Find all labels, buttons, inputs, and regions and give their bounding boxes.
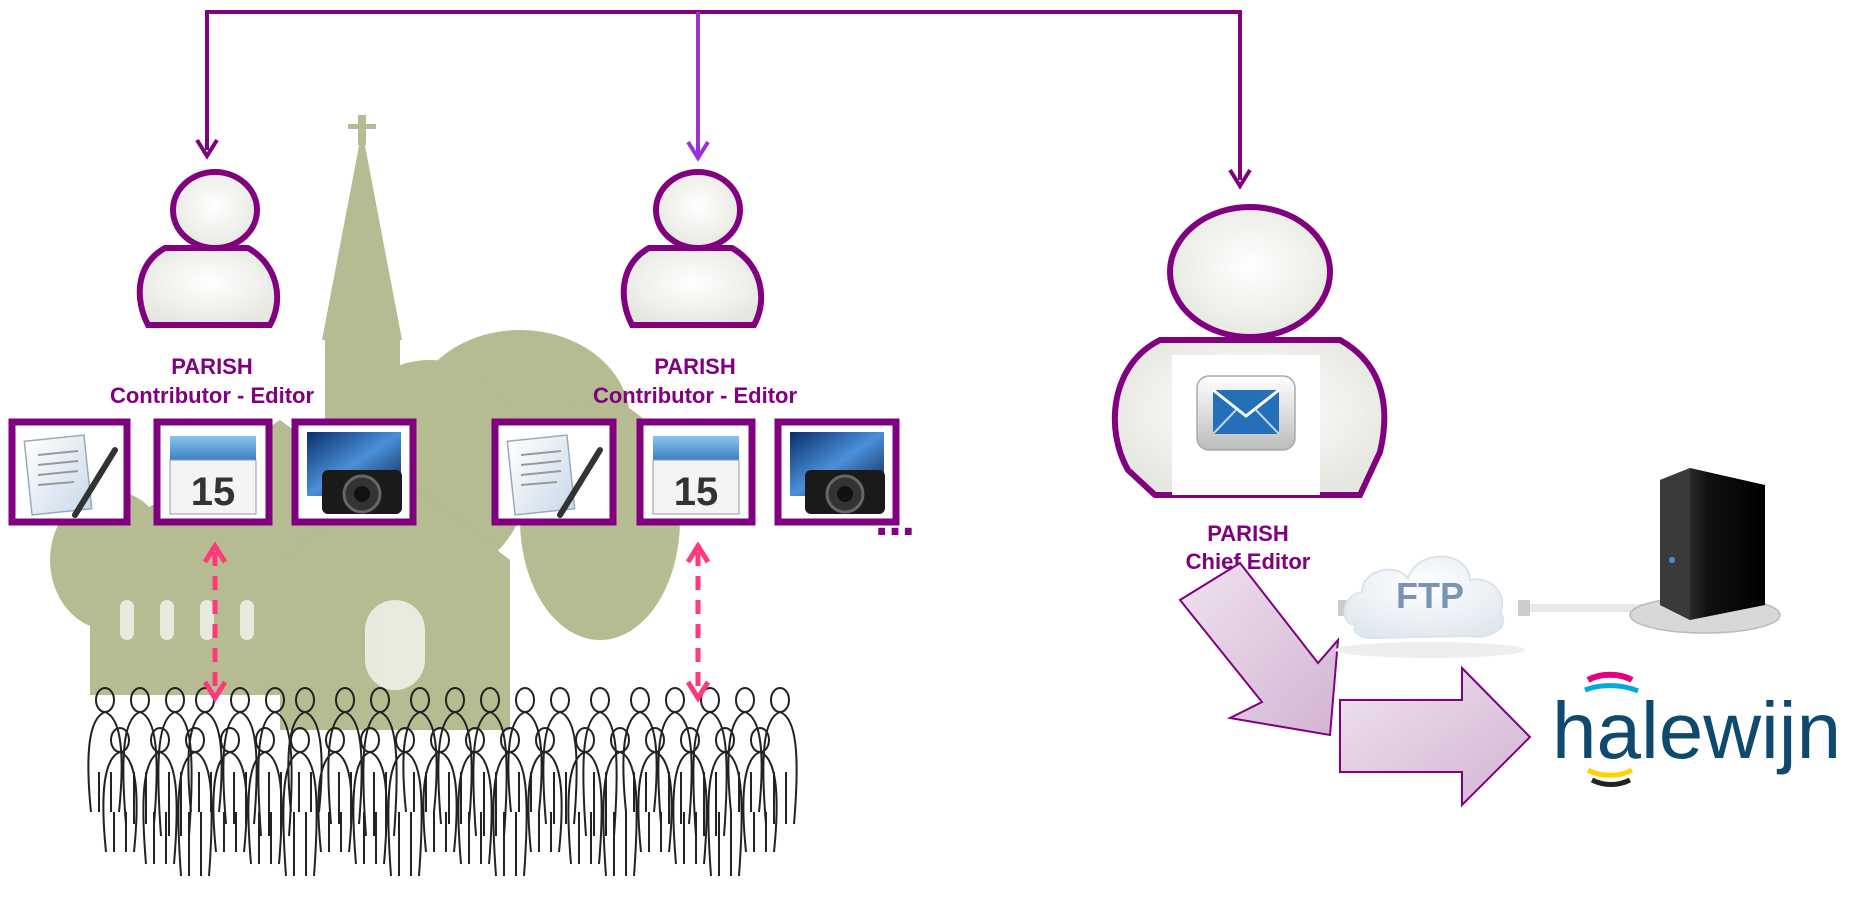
crowd-person [707, 727, 743, 877]
church-windows [120, 600, 425, 690]
chief-editor-person-icon [1111, 204, 1388, 498]
crowd-person [387, 727, 423, 877]
feedback-arrow [202, 541, 228, 703]
crowd-person [582, 687, 618, 837]
contributor-person-icon [136, 169, 281, 328]
chief-editor-title: PARISH [1207, 521, 1289, 546]
crowd-person [157, 687, 193, 837]
photo-camera-icon[interactable] [774, 418, 900, 526]
crowd-person [287, 687, 323, 813]
crowd-person [87, 687, 123, 813]
workflow-arrow [1178, 561, 1340, 737]
photo-camera-icon[interactable] [291, 418, 417, 526]
chief-editor-role: Chief Editor [1186, 549, 1311, 574]
crowd-person [247, 727, 283, 865]
crowd-sketch [87, 687, 798, 877]
contributor-title: PARISH [171, 354, 253, 379]
ftp-cloud-icon: FTP [1335, 555, 1525, 658]
crowd-person [527, 727, 563, 853]
crowd-person [672, 727, 708, 865]
calendar-icon[interactable]: 15 [636, 418, 756, 526]
workflow-arrow [1339, 665, 1532, 808]
text-document-icon[interactable] [491, 418, 617, 526]
crowd-person [692, 687, 728, 837]
calendar-day: 15 [191, 470, 236, 514]
crowd-person [187, 687, 223, 813]
crowd-person [507, 687, 543, 813]
crowd-person [352, 727, 388, 865]
calendar-day: 15 [674, 470, 719, 514]
halewijn-wordmark: halewijn [1552, 686, 1841, 775]
crowd-person [102, 727, 138, 853]
text-document-icon[interactable] [8, 418, 131, 526]
crowd-person [282, 727, 318, 877]
crowd-person [542, 687, 578, 825]
envelope-icon[interactable] [1196, 375, 1296, 451]
feedback-arrow [685, 541, 711, 703]
crowd-person [122, 687, 158, 825]
crowd-person [422, 727, 458, 853]
crowd-person [622, 687, 658, 813]
crowd-person [762, 687, 798, 825]
crowd-person [727, 687, 763, 813]
calendar-icon[interactable]: 15 [153, 418, 273, 526]
crowd-person [567, 727, 603, 865]
crowd-person [212, 727, 248, 853]
distribution-connector [195, 10, 1252, 190]
crowd-person [492, 727, 528, 877]
ftp-label: FTP [1396, 575, 1464, 616]
crowd-person [657, 687, 693, 825]
crowd-person [637, 727, 673, 853]
server-icon [1629, 468, 1781, 634]
crowd-person [742, 727, 778, 853]
crowd-person [602, 727, 638, 877]
crowd-person [142, 727, 178, 865]
crowd-person [457, 727, 493, 865]
halewijn-logo: halewijn [1552, 671, 1841, 787]
contributor-role: Contributor - Editor [593, 383, 798, 408]
more-indicator: ... [875, 493, 915, 546]
crowd-person [317, 727, 353, 853]
contributor-title: PARISH [654, 354, 736, 379]
contributor-role: Contributor - Editor [110, 383, 315, 408]
crowd-person [177, 727, 213, 877]
contributor-person-icon [620, 169, 765, 328]
crowd-person [222, 687, 258, 825]
